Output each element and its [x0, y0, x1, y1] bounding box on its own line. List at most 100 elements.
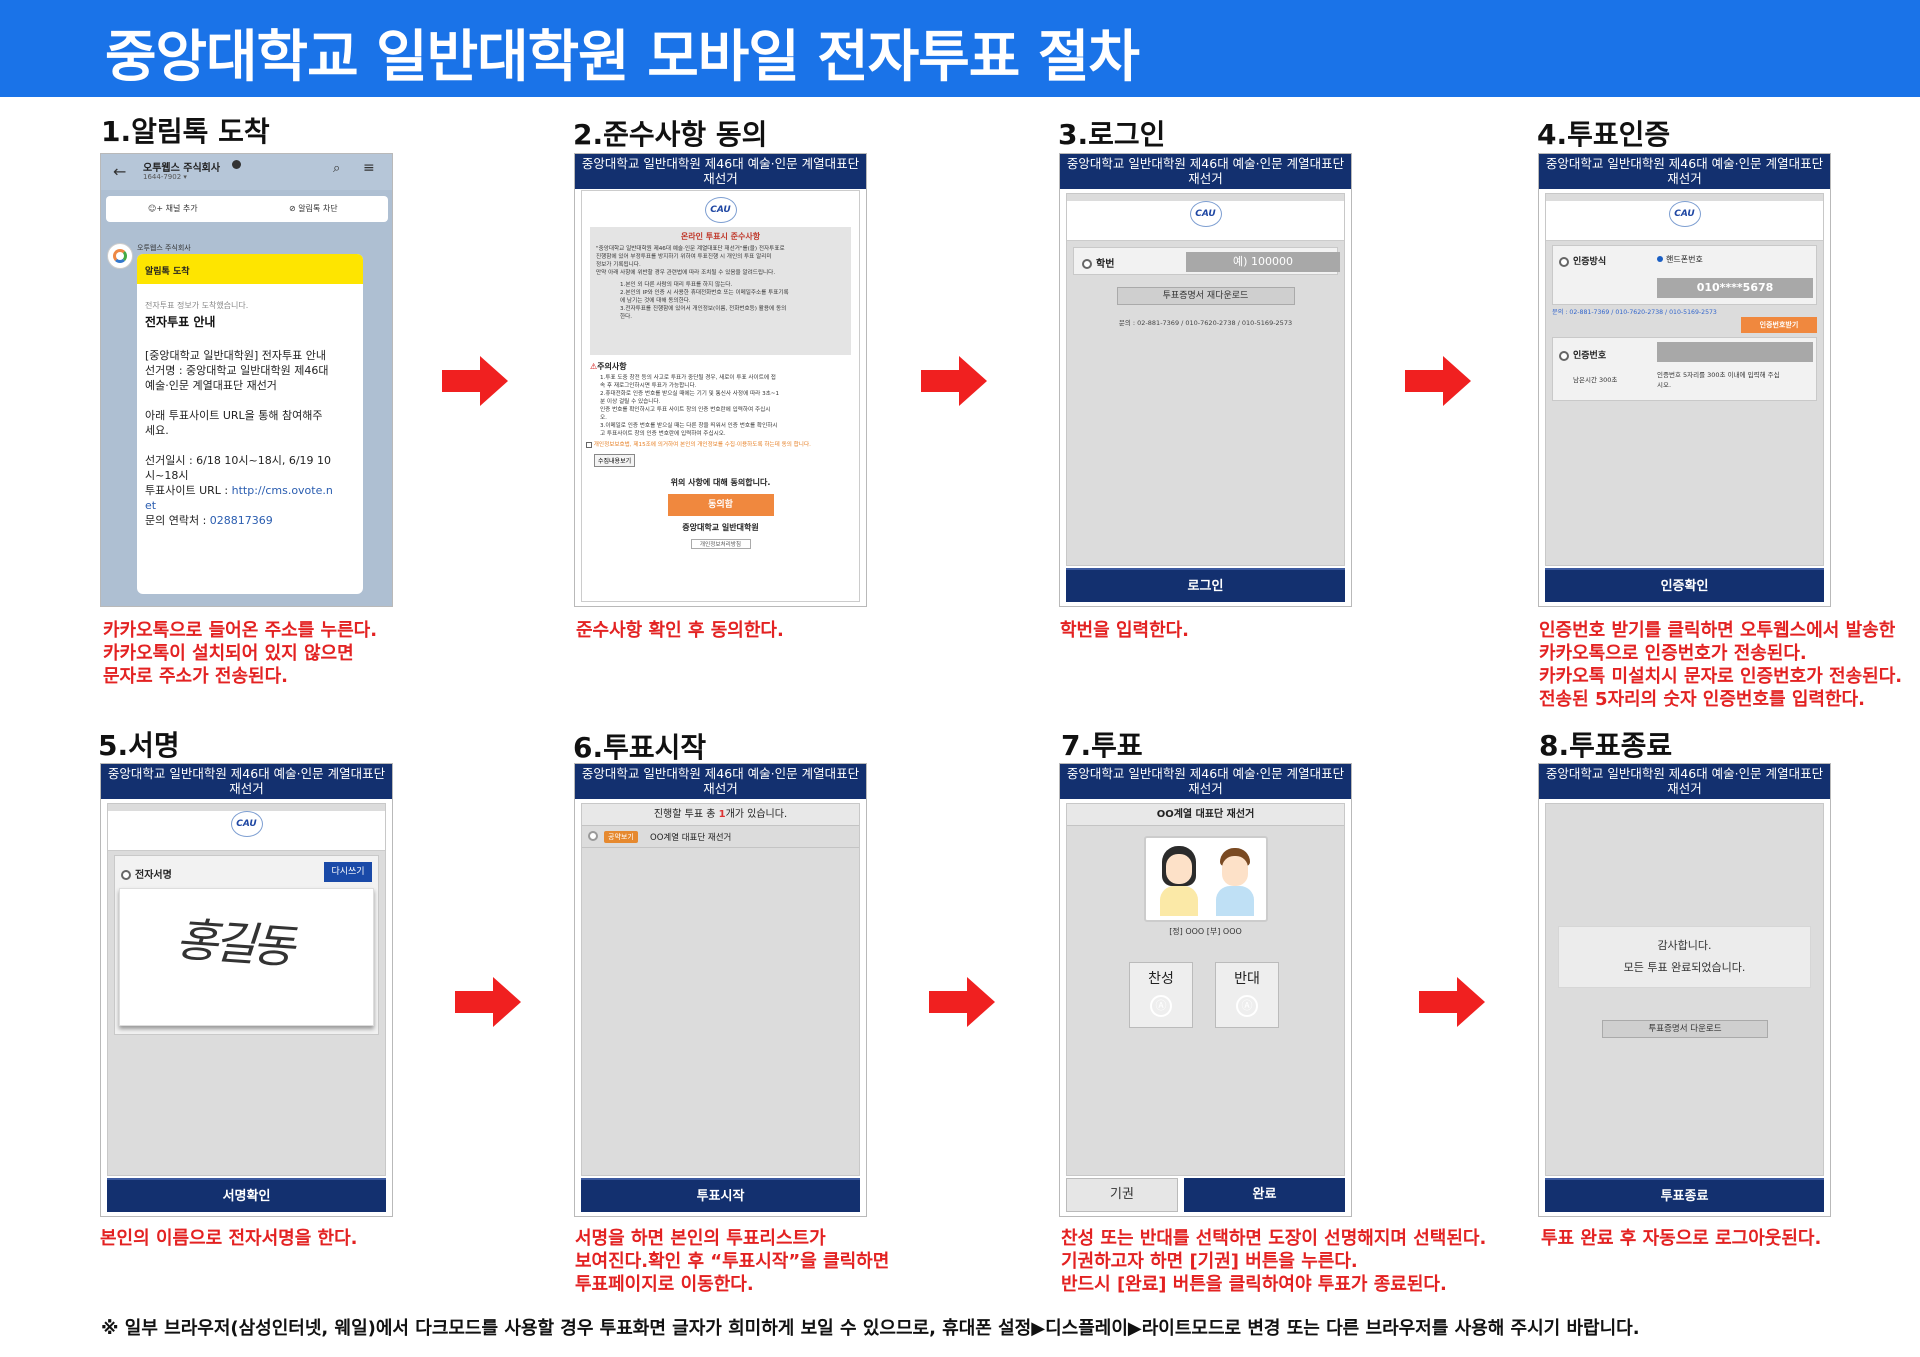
agree-box-title: 온라인 투표시 준수사항: [680, 232, 761, 241]
vote-list-item[interactable]: 공약보기 OO계열 대표단 재선거: [582, 826, 859, 848]
certificate-redownload-button[interactable]: 투표증명서 재다운로드: [1116, 287, 1295, 305]
kakao-sender: 오투웹스 주식회사: [143, 163, 221, 174]
block-label: 알림톡 차단: [298, 204, 338, 213]
auth-code-input[interactable]: [1657, 342, 1813, 362]
auth-time-note: 인증번호 5자리를 300초 이내에 입력해 주십 시오.: [1657, 370, 1780, 390]
get-code-button[interactable]: 인증번호받기: [1741, 317, 1817, 333]
agree-text: 위의 사항에 대해 동의합니다.: [670, 478, 771, 487]
step-2-title: 2.준수사항 동의: [573, 118, 768, 151]
caution-line: 1.투표 도중 창전 등의 사고로 투표가 중단될 경우, 새로이 투표 사이트…: [600, 375, 776, 381]
vote-end-button[interactable]: 투표종료: [1545, 1178, 1824, 1212]
auth-screenshot: 중앙대학교 일반대학원 제46대 예술·인문 계열대표단 재선거 CAU 인증방…: [1538, 153, 1831, 607]
step-1-caption: 카카오톡으로 들어온 주소를 누른다. 카카오톡이 설치되어 있지 않으면 문자…: [103, 619, 377, 688]
contact-link[interactable]: 028817369: [209, 514, 273, 527]
auth-time-left: 남은시간 300초: [1573, 376, 1618, 384]
stamp-icon: Ⓐ: [1150, 995, 1172, 1017]
caution-line: 인증 번호를 확인하시고 투표 사이트 창의 인증 번호란에 입력하여 주십시: [600, 407, 771, 413]
login-screenshot: 중앙대학교 일반대학원 제46대 예술·인문 계열대표단 재선거 CAU 학번 …: [1059, 153, 1352, 607]
pledge-view-badge[interactable]: 공약보기: [604, 831, 638, 843]
menu-icon[interactable]: ≡: [363, 160, 375, 176]
radio-icon: [121, 870, 131, 880]
privacy-checkbox[interactable]: [586, 441, 592, 448]
end-screenshot: 중앙대학교 일반대학원 제46대 예술·인문 계열대표단 재선거 감사합니다. …: [1538, 763, 1831, 1217]
vote-count: 1: [718, 809, 726, 820]
radio-icon: [1559, 350, 1569, 361]
search-icon[interactable]: ⌕: [333, 161, 341, 176]
arrow-right-icon: [1419, 977, 1485, 1027]
privacy-view-button[interactable]: 수집내용보기: [594, 454, 636, 467]
caution-title: ⚠주의사항: [590, 361, 851, 372]
certificate-download-button[interactable]: 투표증명서 다운로드: [1602, 1020, 1768, 1038]
agree-line: 정보가 기록됩니다.: [596, 262, 641, 268]
caption-line: 찬성 또는 반대를 선택하면 도장이 선명해지며 선택된다.: [1061, 1228, 1487, 1249]
vote-summary-post: 개가 있습니다.: [725, 809, 788, 820]
sign-body: CAU 전자서명 다시쓰기 홍길동: [107, 803, 386, 1176]
kakao-sub: 전자투표 정보가 도착했습니다.: [145, 301, 249, 310]
auth-method-option[interactable]: 핸드폰번호: [1657, 254, 1703, 265]
vote-no-button[interactable]: 반대 Ⓐ: [1215, 962, 1279, 1028]
signature-handwriting: 홍길동: [174, 912, 293, 974]
step-7-title: 7.투표: [1061, 729, 1143, 762]
caption-line: 인증번호 받기를 클릭하면 오투웹스에서 발송한: [1539, 620, 1896, 641]
vote-header: 중앙대학교 일반대학원 제46대 예술·인문 계열대표단 재선거: [1539, 154, 1830, 189]
candidate-names: [정] OOO [부] OOO: [1169, 927, 1242, 936]
signature-panel: 전자서명 다시쓰기 홍길동: [114, 855, 379, 1035]
caution-title-text: 주의사항: [597, 362, 627, 371]
signature-pad[interactable]: 홍길동: [119, 888, 374, 1026]
vote-url-link-cont[interactable]: et: [145, 499, 157, 512]
caption-line: 문자로 주소가 전송된다.: [103, 666, 288, 687]
student-id-label: 학번: [1082, 255, 1114, 270]
auth-contact: 문의 : 02-881-7369 / 010-7620-2738 / 010-5…: [1552, 309, 1717, 316]
channel-add-button[interactable]: ☺+ 채널 추가: [148, 203, 198, 214]
privacy-consent[interactable]: 개인정보보호법, 제15조에 의거하여 본인의 개인정보를 수집·이용하도록 하…: [586, 440, 855, 448]
candidate-photo: [1143, 836, 1268, 922]
kakao-line: 아래 투표사이트 URL을 통해 참여해주: [145, 409, 323, 422]
caption-line: 카카오톡으로 인증번호가 전송된다.: [1539, 643, 1807, 664]
cau-logo: CAU: [704, 197, 737, 223]
vote-url-link[interactable]: http://cms.ovote.n: [231, 484, 333, 497]
step-5-title: 5.서명: [98, 729, 180, 762]
kakao-line: 예술·인문 계열대표단 재선거: [145, 379, 277, 392]
phone-input[interactable]: 010****5678: [1657, 278, 1813, 298]
channel-add-label: 채널 추가: [165, 204, 198, 213]
auth-method-label-text: 인증방식: [1573, 257, 1607, 267]
caption-line: 준수사항 확인 후 동의한다.: [576, 620, 784, 641]
back-arrow-icon[interactable]: ←: [113, 162, 127, 181]
privacy-text: 개인정보보호법, 제15조에 의거하여 본인의 개인정보를 수집·이용하도록 하…: [593, 442, 811, 448]
login-button[interactable]: 로그인: [1066, 568, 1345, 602]
arrow-right-icon: [1405, 356, 1471, 406]
rewrite-button[interactable]: 다시쓰기: [324, 862, 372, 882]
agree-line: "중앙대학교 일반대학원 제46대 예술·인문 계열대표단 재선거"를(을) 전…: [596, 246, 785, 252]
caution-line: 2.휴대전화로 인증 번호를 받으실 때에는 기기 및 통신사 사정에 따라 3…: [600, 391, 780, 397]
vote-done-button[interactable]: 완료: [1184, 1178, 1345, 1212]
student-id-input[interactable]: 예) 100000: [1186, 252, 1340, 272]
kakao-line: 세요.: [145, 424, 169, 437]
caption-line: 보여진다.확인 후 “투표시작”을 클릭하면: [575, 1251, 890, 1272]
signature-label-text: 전자서명: [135, 870, 172, 881]
alimtalk-bar-label: 알림톡 도착: [145, 267, 190, 277]
step-6-title: 6.투표시작: [573, 731, 707, 764]
auth-method-label: 인증방식: [1559, 254, 1606, 267]
sign-confirm-button[interactable]: 서명확인: [107, 1178, 386, 1212]
student-id-row: 학번 예) 100000: [1073, 247, 1340, 275]
start-body: 진행할 투표 총 1개가 있습니다. 공약보기 OO계열 대표단 재선거: [581, 803, 860, 1176]
privacy-policy-link[interactable]: 개인정보처리방침: [690, 539, 751, 549]
kakao-sender-phone: 1644-7902 ▾: [143, 173, 187, 181]
vote-summary-pre: 진행할 투표 총: [653, 809, 719, 820]
step-2-caption: 준수사항 확인 후 동의한다.: [576, 619, 784, 642]
block-button[interactable]: ⊘ 알림톡 차단: [289, 203, 338, 214]
end-body: 감사합니다. 모든 투표 완료되었습니다. 투표증명서 다운로드: [1545, 803, 1824, 1176]
contact-label: 문의 연락처 :: [145, 514, 210, 527]
vote-start-button[interactable]: 투표시작: [581, 1178, 860, 1212]
auth-time-note-line: 시오.: [1657, 381, 1672, 389]
abstain-button[interactable]: 기권: [1066, 1178, 1178, 1212]
kakao-message[interactable]: 알림톡 도착 kakao 전자투표 정보가 도착했습니다. 전자투표 안내 [중…: [137, 254, 363, 594]
vote-header: 중앙대학교 일반대학원 제46대 예술·인문 계열대표단 재선거: [1060, 154, 1351, 189]
agree-org: 중앙대학교 일반대학원: [682, 523, 759, 532]
vote-yes-button[interactable]: 찬성 Ⓐ: [1129, 962, 1193, 1028]
login-body: CAU 학번 예) 100000 투표증명서 재다운로드 문의 : 02-881…: [1066, 193, 1345, 566]
auth-confirm-button[interactable]: 인증확인: [1545, 568, 1824, 602]
radio-icon: [1559, 256, 1569, 267]
agree-button[interactable]: 동의함: [667, 494, 774, 516]
agree-line: 에 남기는 것에 대해 동의한다.: [620, 298, 691, 304]
